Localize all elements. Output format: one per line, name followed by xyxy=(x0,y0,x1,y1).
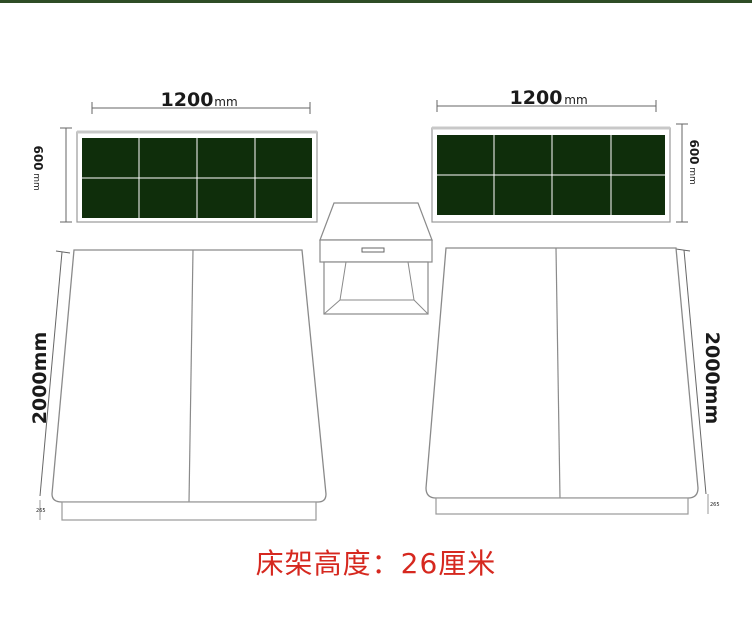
right-height-value: 600 xyxy=(687,139,701,164)
right-headboard xyxy=(431,126,671,223)
left-headboard-width-dimension: 1200 mm xyxy=(91,89,311,114)
right-headboard-width-dimension: 1200 mm xyxy=(436,87,657,112)
left-width-value: 1200 xyxy=(161,89,214,111)
drawer-handle xyxy=(361,247,385,253)
left-headboard-height-dimension: 600 mm xyxy=(31,127,72,223)
left-headboard xyxy=(76,130,318,223)
svg-text:265: 265 xyxy=(36,508,46,514)
svg-text:265: 265 xyxy=(710,502,720,508)
right-headboard-height-dimension: 600 mm xyxy=(676,123,701,223)
nightstand xyxy=(319,202,433,315)
right-bed-length-dimension: 2000mm xyxy=(675,248,723,495)
left-height-value: 600 xyxy=(31,145,45,170)
left-height-unit: mm xyxy=(31,173,41,191)
left-bed: 1200 mm 600 mm 2000mm xyxy=(29,89,327,521)
right-bed-body: 265 xyxy=(425,247,720,515)
right-width-value: 1200 xyxy=(510,87,563,109)
right-bed-length-label: 2000mm xyxy=(701,332,723,424)
right-width-unit: mm xyxy=(564,93,587,107)
left-bed-body: 265 xyxy=(36,249,327,521)
left-bed-length-label: 2000mm xyxy=(29,332,51,424)
bed-frame-height-caption: 床架高度：26厘米 xyxy=(255,547,497,580)
right-bed: 1200 mm 600 mm 2000mm xyxy=(425,87,723,515)
right-height-unit: mm xyxy=(687,167,697,185)
top-border-rule xyxy=(0,0,752,3)
left-width-unit: mm xyxy=(214,95,237,109)
left-bed-length-dimension: 2000mm xyxy=(29,250,71,497)
